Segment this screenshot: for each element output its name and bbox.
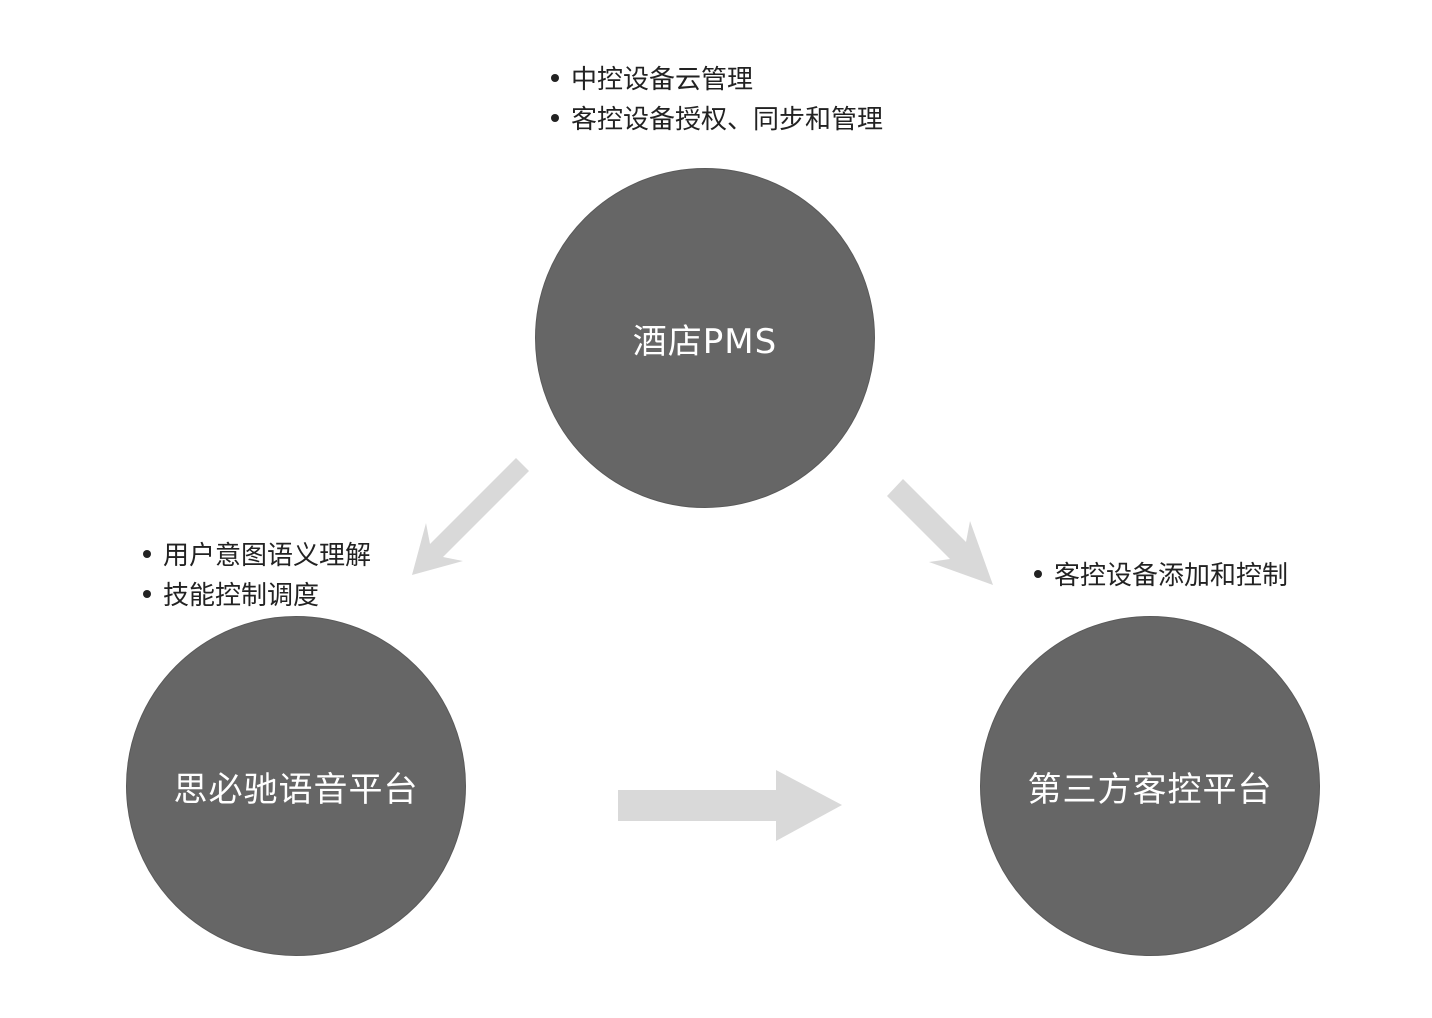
node-hotel-pms: 酒店PMS: [535, 168, 875, 508]
bullet-dot: [551, 113, 559, 122]
arrow-voice-to-thirdparty: [618, 770, 842, 841]
bullet-dot: [143, 549, 151, 558]
thirdparty-bullets: 客控设备添加和控制: [1034, 556, 1288, 596]
arrow-pms-to-voice: [412, 458, 529, 575]
voice-bullets: 用户意图语义理解 技能控制调度: [143, 536, 371, 616]
bullet-item: 客控设备授权、同步和管理: [551, 100, 883, 140]
node-voice-platform: 思必驰语音平台: [126, 616, 466, 956]
bullet-dot: [551, 73, 559, 82]
pms-bullets: 中控设备云管理 客控设备授权、同步和管理: [551, 60, 883, 140]
bullet-dot: [143, 589, 151, 598]
bullet-item: 客控设备添加和控制: [1034, 556, 1288, 596]
bullet-dot: [1034, 569, 1042, 578]
bullet-item: 用户意图语义理解: [143, 536, 371, 576]
bullet-item: 中控设备云管理: [551, 60, 883, 100]
node-thirdparty-platform: 第三方客控平台: [980, 616, 1320, 956]
node-label: 第三方客控平台: [1027, 769, 1273, 810]
arrow-pms-to-thirdparty: [887, 479, 993, 585]
node-label: 思必驰语音平台: [173, 769, 419, 810]
bullet-item: 技能控制调度: [143, 576, 371, 616]
node-label: 酒店PMS: [632, 321, 778, 362]
